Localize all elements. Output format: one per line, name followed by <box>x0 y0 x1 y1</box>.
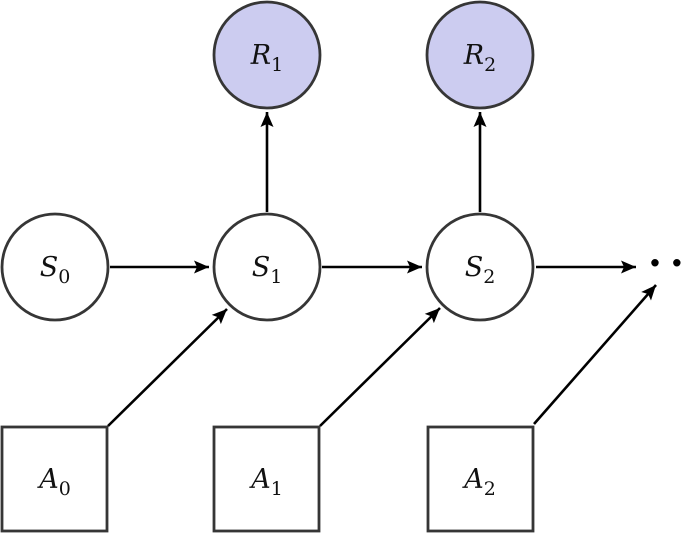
reward-node-r1-label: R1 <box>250 40 283 76</box>
state-node-s2-label: S2 <box>465 252 496 288</box>
state-node-s1 <box>212 212 322 322</box>
state-node-s1-label: S1 <box>252 252 283 288</box>
reward-node-r2-label: R2 <box>463 40 496 76</box>
action-node-a2 <box>426 425 535 533</box>
state-node-s0-label: S0 <box>40 252 71 288</box>
action-node-a1-label: A1 <box>248 464 283 500</box>
state-node-s0 <box>0 212 110 322</box>
action-node-a0 <box>0 425 109 533</box>
action-node-a1 <box>212 425 321 533</box>
reward-node-r1 <box>212 0 322 110</box>
ellipsis: ··· <box>648 240 685 287</box>
action-node-a2-label: A2 <box>461 464 496 500</box>
state-node-s2 <box>425 212 535 322</box>
arrow-a1-to-s2 <box>319 307 441 427</box>
action-node-a0-label: A0 <box>36 464 71 500</box>
arrow-a2-to-ellipsis <box>533 284 657 425</box>
reward-node-r2 <box>425 0 535 110</box>
arrow-a0-to-s1 <box>107 308 228 427</box>
